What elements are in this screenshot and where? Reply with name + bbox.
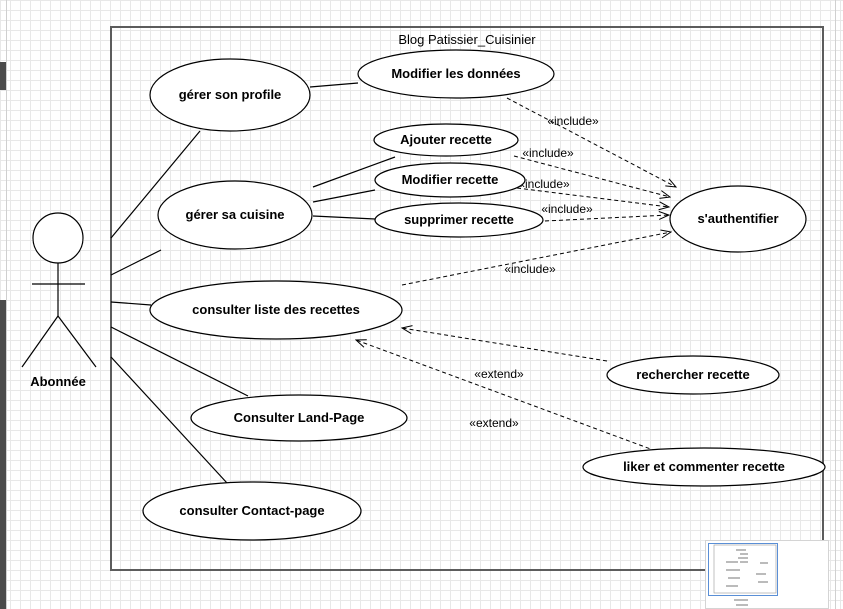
actor-label: Abonnée <box>30 374 86 389</box>
use-case-contact-page[interactable]: consulter Contact-page <box>142 481 362 541</box>
include-label-4: «include» <box>541 202 593 216</box>
association-land-page[interactable] <box>110 326 249 397</box>
system-boundary[interactable] <box>110 26 824 571</box>
use-case-label: gérer sa cuisine <box>186 207 285 222</box>
extend-label-1: «extend» <box>474 367 524 381</box>
minimap-viewport[interactable] <box>708 543 778 596</box>
canvas-left-border <box>6 0 7 609</box>
extend-arrow-rechercher[interactable] <box>402 328 608 362</box>
include-label-5: «include» <box>504 262 556 276</box>
system-title: Blog Patissier_Cuisinier <box>398 32 536 47</box>
include-label-1: «include» <box>547 114 599 128</box>
actor-right-leg <box>57 315 97 368</box>
actor-head <box>32 212 84 264</box>
use-case-label: consulter liste des recettes <box>192 302 360 317</box>
use-case-label: Consulter Land-Page <box>234 410 365 425</box>
use-case-land-page[interactable]: Consulter Land-Page <box>190 394 408 442</box>
use-case-label: consulter Contact-page <box>179 503 324 518</box>
include-label-2: «include» <box>522 146 574 160</box>
extend-label-2: «extend» <box>469 416 519 430</box>
use-case-rechercher[interactable]: rechercher recette <box>606 355 780 395</box>
association-consulter-liste[interactable] <box>110 301 152 306</box>
use-case-modifier-donnees[interactable]: Modifier les données <box>357 49 555 99</box>
use-case-label: liker et commenter recette <box>623 459 785 474</box>
use-case-label: rechercher recette <box>636 367 749 382</box>
actor-left-leg <box>21 315 59 368</box>
use-case-supprimer-recette[interactable]: supprimer recette <box>374 202 544 238</box>
include-label-3: «include» <box>518 177 570 191</box>
use-case-authentifier[interactable]: s'authentifier <box>669 185 807 253</box>
link-cuisine-ajouter[interactable] <box>312 156 396 188</box>
left-dark-strip <box>0 62 6 90</box>
minimap-thumbnail <box>713 544 777 606</box>
outline-minimap[interactable] <box>705 540 829 609</box>
include-arrow-modifier-donnees[interactable] <box>506 97 676 187</box>
link-cuisine-supprimer[interactable] <box>312 215 376 220</box>
use-case-consulter-liste[interactable]: consulter liste des recettes <box>149 280 403 340</box>
link-profile-modifier-donnees[interactable] <box>309 82 359 88</box>
include-arrow-consulter-liste[interactable] <box>401 232 671 286</box>
use-case-label: Modifier les données <box>391 66 520 81</box>
use-case-ajouter-recette[interactable]: Ajouter recette <box>373 123 519 157</box>
extend-arrow-liker[interactable] <box>356 340 657 452</box>
use-case-label: Modifier recette <box>402 172 499 187</box>
use-case-gerer-cuisine[interactable]: gérer sa cuisine <box>157 180 313 250</box>
use-case-gerer-profile[interactable]: gérer son profile <box>149 58 311 132</box>
association-gerer-cuisine[interactable] <box>110 249 162 276</box>
canvas-right-border <box>835 0 836 609</box>
include-arrow-modifier-recette[interactable] <box>516 187 669 207</box>
association-contact-page[interactable] <box>110 356 228 484</box>
use-case-liker-commenter[interactable]: liker et commenter recette <box>582 447 826 487</box>
left-dark-panel <box>0 300 6 609</box>
use-case-modifier-recette[interactable]: Modifier recette <box>374 162 526 198</box>
use-case-label: supprimer recette <box>404 212 514 227</box>
association-gerer-profile[interactable] <box>110 130 201 239</box>
link-cuisine-modifier[interactable] <box>312 189 376 203</box>
include-arrow-ajouter[interactable] <box>513 155 670 197</box>
use-case-label: s'authentifier <box>697 211 778 226</box>
use-case-label: gérer son profile <box>179 87 282 102</box>
use-case-label: Ajouter recette <box>400 132 492 147</box>
actor-abonnee[interactable]: Abonnée <box>21 212 97 389</box>
